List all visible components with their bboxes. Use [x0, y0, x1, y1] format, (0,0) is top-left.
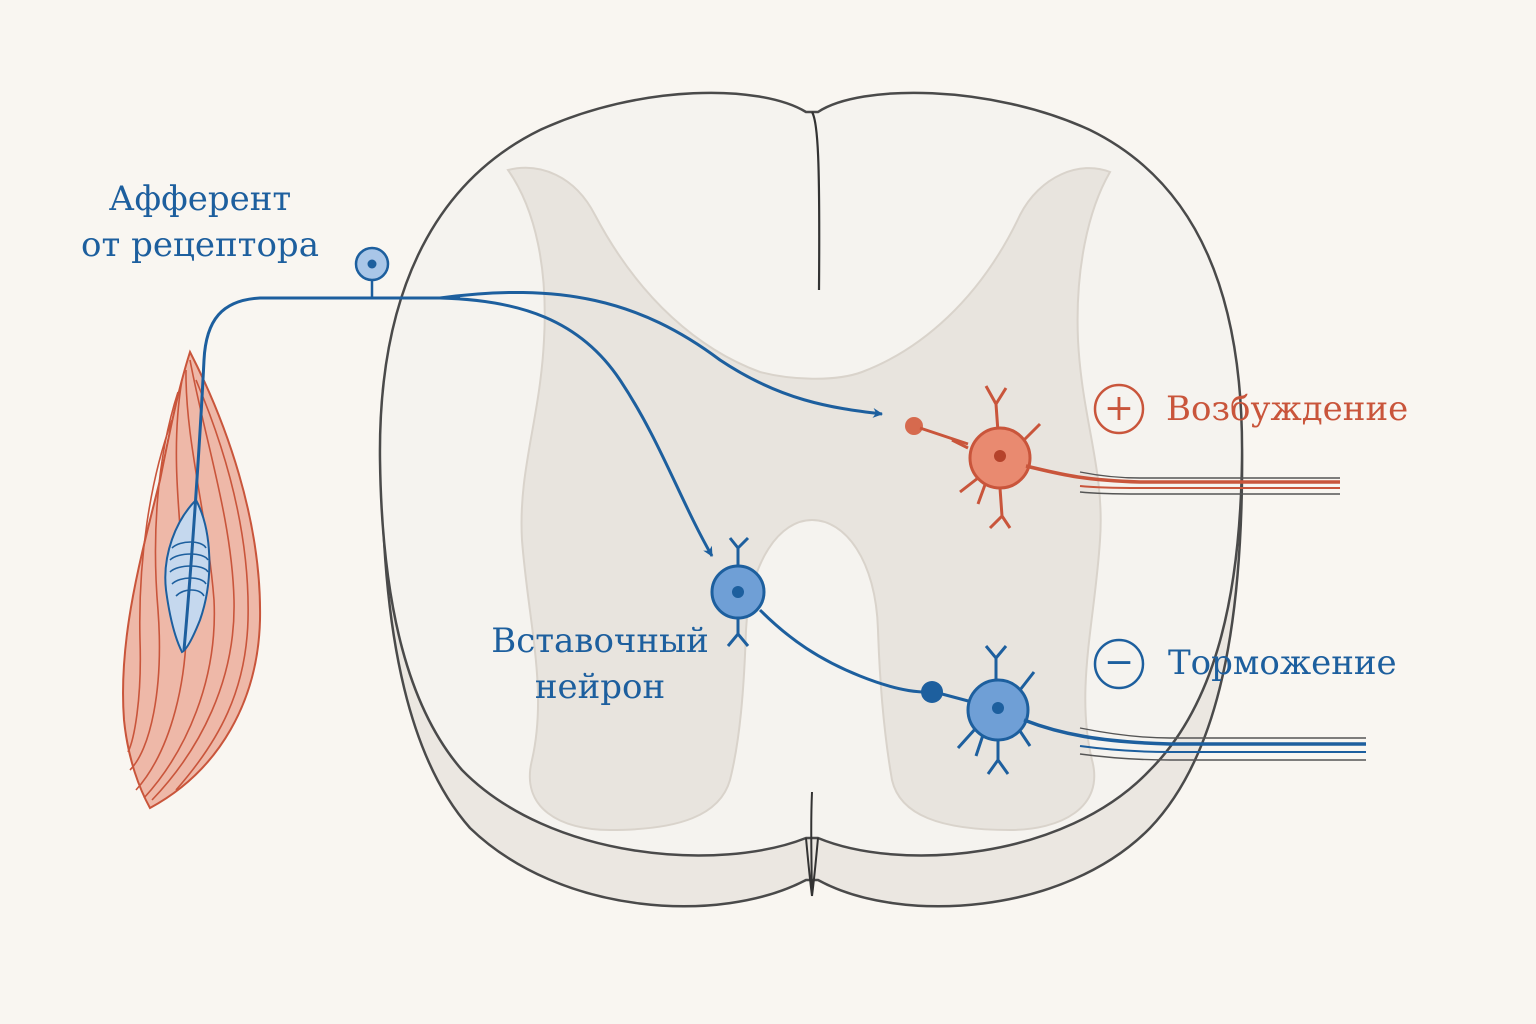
- muscle-spindle: [164, 498, 211, 654]
- interneuron-axon: [758, 608, 927, 694]
- afferent-fiber: [182, 296, 460, 651]
- muscle: [122, 349, 262, 810]
- interneuron-label: Вставочный нейрон: [480, 618, 720, 710]
- gray-matter: [506, 166, 1112, 832]
- afferent-label: Афферент от рецептора: [70, 176, 330, 268]
- ventral-median-fissure: [805, 791, 819, 897]
- excitation-sign-text: +: [1103, 388, 1135, 429]
- afferent-label-line2: от рецептора: [81, 225, 319, 265]
- inhibited-motoneuron: [921, 645, 1366, 775]
- excitation-label: Возбуждение: [1166, 389, 1409, 429]
- inhibition-sign: [1093, 638, 1145, 690]
- interneuron-label-line1: Вставочный: [491, 621, 709, 661]
- afferent-cell-body: [354, 246, 390, 298]
- interneuron: [710, 536, 927, 694]
- afferent-branch-to-motoneuron: [439, 290, 883, 418]
- afferent-branch-to-interneuron: [439, 296, 714, 557]
- interneuron-label-line2: нейрон: [534, 667, 666, 707]
- excitatory-synapse: [905, 417, 923, 435]
- dorsal-median-sulcus: [811, 111, 821, 291]
- excitatory-motoneuron: [905, 385, 1340, 530]
- excitation-sign: [1093, 383, 1145, 435]
- afferent-label-line1: Афферент: [108, 179, 292, 219]
- inhibitory-synapse: [921, 681, 943, 703]
- inhibition-label: Торможение: [1168, 643, 1397, 683]
- inhibition-sign-text: −: [1103, 642, 1135, 683]
